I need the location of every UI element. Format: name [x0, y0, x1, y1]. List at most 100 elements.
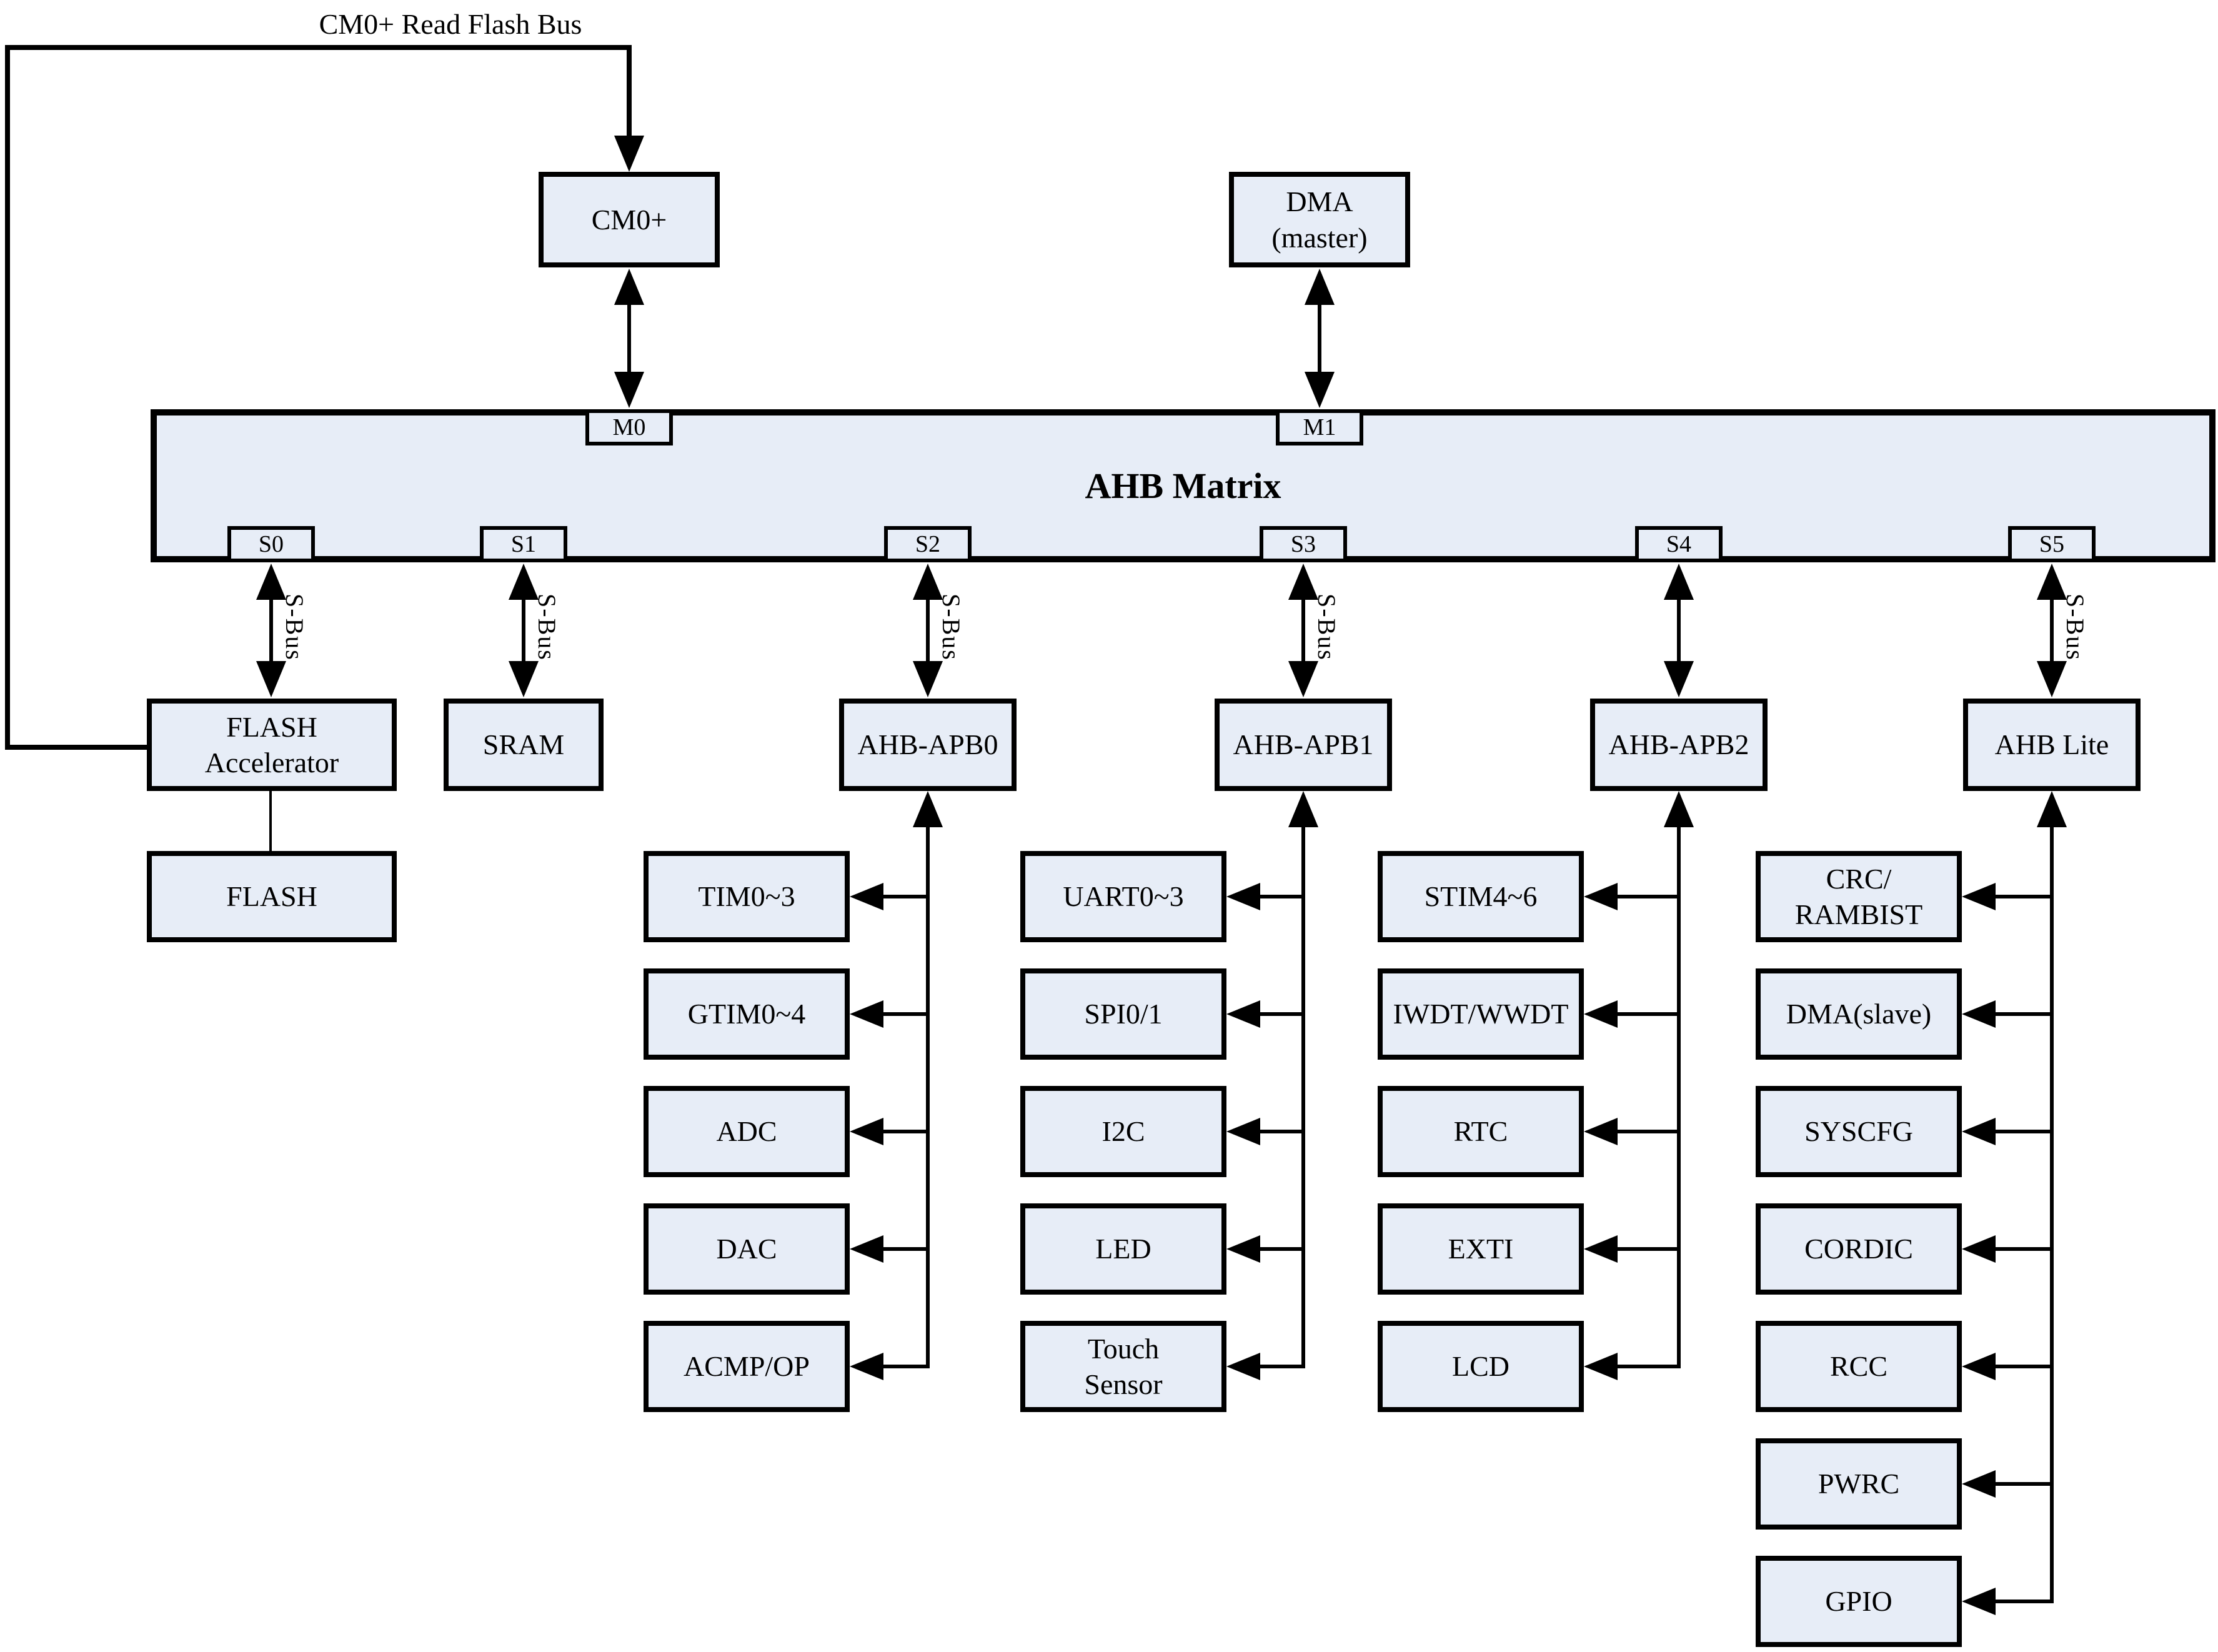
- branch-arrow-spi0-1: [1226, 1000, 1260, 1028]
- branch-arrow-tim0-3: [850, 883, 883, 910]
- sbus-label-s5: S-Bus: [2061, 594, 2089, 661]
- branch-arrow-iwdt-wwdt: [1584, 1000, 1618, 1028]
- arrow-s0-down: [256, 661, 286, 697]
- branch-line-rtc: [1616, 1130, 1681, 1133]
- branch-line-gtim0-4: [882, 1012, 930, 1016]
- ahb-matrix-bar: AHB Matrix: [151, 409, 2216, 562]
- flash-accelerator-box: FLASH Accelerator: [147, 699, 397, 791]
- branch-arrow-dac: [850, 1235, 883, 1263]
- arrow-s3-up: [1288, 564, 1318, 600]
- syscfg-box: SYSCFG: [1756, 1086, 1962, 1177]
- branch-arrow-dma-slave: [1962, 1000, 1996, 1028]
- arrow-s5-down: [2037, 661, 2067, 697]
- arrow-s1-down: [509, 661, 539, 697]
- branch-arrow-crc-rambist: [1962, 883, 1996, 910]
- arrow-s2-up: [913, 564, 943, 600]
- read-flash-bus-into-accelerator-line: [5, 745, 147, 750]
- pwrc-box: PWRC: [1756, 1438, 1962, 1530]
- branch-arrow-uart0-3: [1226, 883, 1260, 910]
- arrow-cm0-matrix-line: [627, 301, 631, 376]
- arrow-dma-matrix-up: [1305, 269, 1335, 305]
- port-s0: S0: [227, 526, 315, 562]
- branch-line-rcc: [1994, 1365, 2054, 1368]
- flash-box: FLASH: [147, 851, 397, 942]
- branch-arrow-touch-sensor: [1226, 1353, 1260, 1380]
- sbus-label-s3: S-Bus: [1313, 594, 1341, 661]
- branch-arrow-i2c: [1226, 1118, 1260, 1145]
- stim4-6-box: STIM4~6: [1378, 851, 1584, 942]
- trunk-apb2-line: [1677, 824, 1681, 1368]
- rcc-box: RCC: [1756, 1321, 1962, 1412]
- branch-arrow-syscfg: [1962, 1118, 1996, 1145]
- branch-line-spi0-1: [1259, 1012, 1305, 1016]
- branch-arrow-lcd: [1584, 1353, 1618, 1380]
- sbus-label-s0: S-Bus: [281, 594, 309, 661]
- read-flash-bus-left-line: [5, 45, 10, 750]
- trunk-apb1-line: [1301, 824, 1305, 1368]
- port-s3: S3: [1260, 526, 1347, 562]
- branch-line-tim0-3: [882, 895, 930, 898]
- branch-line-pwrc: [1994, 1482, 2054, 1486]
- ahb-lite-box: AHB Lite: [1963, 699, 2141, 791]
- spi0-1-box: SPI0/1: [1020, 968, 1226, 1060]
- acmp-op-box: ACMP/OP: [644, 1321, 850, 1412]
- dma-master-box: DMA (master): [1229, 172, 1410, 267]
- branch-line-uart0-3: [1259, 895, 1305, 898]
- sbus-label-s2: S-Bus: [937, 594, 965, 661]
- branch-arrow-rcc: [1962, 1353, 1996, 1380]
- branch-arrow-rtc: [1584, 1118, 1618, 1145]
- trunk-apb2-arrowhead: [1664, 791, 1694, 827]
- branch-line-cordic: [1994, 1247, 2054, 1251]
- cm0-read-flash-bus-label: CM0+ Read Flash Bus: [319, 8, 582, 40]
- arrow-s3-down: [1288, 661, 1318, 697]
- branch-arrow-adc: [850, 1118, 883, 1145]
- branch-line-lcd: [1616, 1365, 1681, 1368]
- cordic-box: CORDIC: [1756, 1203, 1962, 1295]
- ahb-matrix-title: AHB Matrix: [1085, 465, 1281, 506]
- arrow-s3-line: [1301, 595, 1305, 664]
- arrow-s4-up: [1664, 564, 1694, 600]
- arrow-s2-down: [913, 661, 943, 697]
- branch-line-touch-sensor: [1259, 1365, 1305, 1368]
- dac-box: DAC: [644, 1203, 850, 1295]
- sram-box: SRAM: [444, 699, 604, 791]
- branch-arrow-pwrc: [1962, 1470, 1996, 1498]
- branch-line-crc-rambist: [1994, 895, 2054, 898]
- ahb-apb0-box: AHB-APB0: [839, 699, 1017, 791]
- branch-arrow-gtim0-4: [850, 1000, 883, 1028]
- port-s5: S5: [2008, 526, 2096, 562]
- arrow-s5-line: [2050, 595, 2054, 664]
- accelerator-flash-connector: [269, 791, 272, 851]
- arrow-s4-down: [1664, 661, 1694, 697]
- port-s1: S1: [480, 526, 567, 562]
- branch-line-iwdt-wwdt: [1616, 1012, 1681, 1016]
- trunk-apb0-arrowhead: [913, 791, 943, 827]
- gpio-box: GPIO: [1756, 1556, 1962, 1647]
- rtc-box: RTC: [1378, 1086, 1584, 1177]
- branch-arrow-gpio: [1962, 1588, 1996, 1615]
- branch-line-gpio: [1994, 1600, 2054, 1603]
- i2c-box: I2C: [1020, 1086, 1226, 1177]
- trunk-apb0-line: [926, 824, 930, 1368]
- branch-line-acmp-op: [882, 1365, 930, 1368]
- iwdt-wwdt-box: IWDT/WWDT: [1378, 968, 1584, 1060]
- arrowhead-into-cm0: [614, 136, 644, 172]
- arrow-s2-line: [926, 595, 930, 664]
- branch-line-led: [1259, 1247, 1305, 1251]
- adc-box: ADC: [644, 1086, 850, 1177]
- arrow-s0-line: [269, 595, 273, 664]
- uart0-3-box: UART0~3: [1020, 851, 1226, 942]
- cm0-box: CM0+: [539, 172, 720, 267]
- arrow-dma-matrix-line: [1318, 301, 1321, 376]
- branch-line-dac: [882, 1247, 930, 1251]
- tim0-3-box: TIM0~3: [644, 851, 850, 942]
- arrow-s5-up: [2037, 564, 2067, 600]
- led-box: LED: [1020, 1203, 1226, 1295]
- branch-line-dma-slave: [1994, 1012, 2054, 1016]
- port-m0: M0: [585, 409, 673, 445]
- sbus-label-s1: S-Bus: [533, 594, 561, 661]
- branch-arrow-cordic: [1962, 1235, 1996, 1263]
- arrow-s0-up: [256, 564, 286, 600]
- arrow-cm0-matrix-up: [614, 269, 644, 305]
